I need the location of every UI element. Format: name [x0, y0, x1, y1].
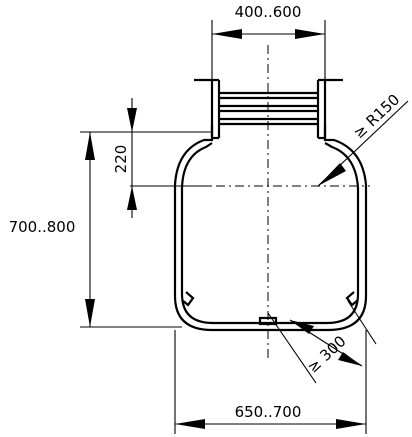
cage-outline — [173, 125, 368, 332]
dimension-label-top-width: 400..600 — [235, 3, 302, 21]
dimension-wheel-span: ≥ 300 — [267, 300, 377, 384]
dimension-label-radius: ≥ R150 — [350, 91, 404, 143]
dimension-bottom-width: 650..700 — [174, 330, 367, 434]
dimension-label-bottom-width: 650..700 — [235, 403, 302, 421]
dimension-top-width: 400..600 — [211, 3, 326, 80]
dimension-label-total-height: 700..800 — [9, 218, 76, 236]
dimension-label-vertical-offset: 220 — [112, 145, 130, 174]
dimension-total-height: 700..800 — [9, 131, 182, 328]
dimension-vertical-offset: 220 — [112, 98, 212, 218]
